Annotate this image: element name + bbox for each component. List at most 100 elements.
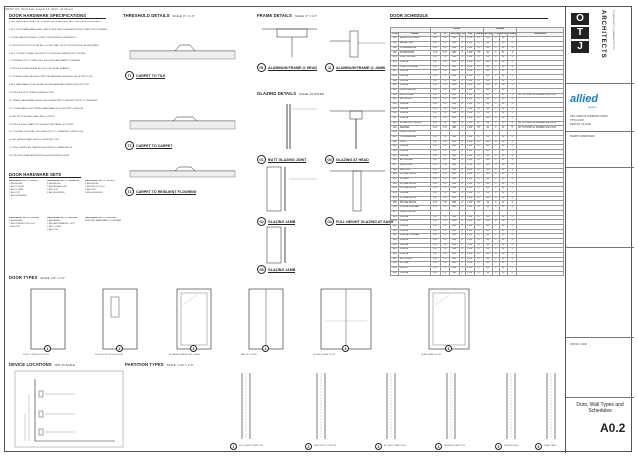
section-title: FRAME DETAILS xyxy=(257,13,292,18)
partition-type-bubble: 6 xyxy=(535,443,542,450)
partition-notes xyxy=(155,369,230,409)
door-type-bubble: 6 xyxy=(445,345,452,352)
schedule-header-cell: DETAIL xyxy=(498,31,508,38)
door-type-label: GLASS PANEL DOOR xyxy=(421,354,442,356)
detail-drawing-g4 xyxy=(330,170,385,212)
door-type-bubble: 1 xyxy=(44,345,51,352)
hardware-set-item: 3 EA SILENCERS xyxy=(85,192,103,195)
spec-note: 7. PROVIDE SILENCERS AT ALL HOLLOW METAL… xyxy=(9,68,70,71)
schedule-cell: PT xyxy=(474,270,484,277)
hardware-set-item: 1 EA CLOSER xyxy=(47,226,62,229)
hardware-set-item: 3 EA HINGES xyxy=(9,220,23,223)
detail-drawing-j1 xyxy=(330,30,385,58)
hardware-set-title: HARDWARE SET 6 - EXISTING xyxy=(85,217,117,219)
door-type-bubble: 5 xyxy=(342,345,349,352)
spec-note: 17. FIELD VERIFY ALL DIMENSIONS PRIOR TO… xyxy=(9,147,73,150)
detail-title: GLAZING AT HEAD xyxy=(336,157,369,163)
logo-letter: O xyxy=(571,13,589,25)
project-line: 1900 CAMPUS COMMONS DRIVE xyxy=(570,115,608,118)
hardware-set-item: 3 EA HINGES xyxy=(85,183,99,186)
section-title: THRESHOLD DETAILS xyxy=(123,13,170,18)
door-type-label: SOLID CORE WOOD DOOR xyxy=(23,354,49,356)
section-scale: SCALE: 3" = 1'-0" xyxy=(294,15,318,18)
partition-section-1 xyxy=(241,373,251,439)
drawing-sheet: PRINT ON: 2013 date, August 13, 2013 - 1… xyxy=(4,6,634,453)
spec-note: 3. LEVER HANDLES SHALL COMPLY WITH ADA R… xyxy=(9,36,77,39)
title-block: O T J ARCHITECTS OTJ ARCHITECTS | WASHIN… xyxy=(565,7,634,453)
door-type-label: ALUMINUM FRAME FULL GLASS xyxy=(169,354,200,356)
partition-type-label: PARTITION TO CEILING xyxy=(314,445,337,447)
spec-note: 13. ALL EXIT DEVICES SHALL BE UL LISTED. xyxy=(9,115,56,118)
project-line: 6TH FLOOR xyxy=(570,119,584,122)
hardware-set-item: 1 EA SILENCERS xyxy=(9,195,27,198)
hardware-set-item: 1 EA STOP xyxy=(9,192,21,195)
hardware-set-item: 1 EA OFFICE LOCK xyxy=(85,186,105,189)
detail-title: BUTT GLAZING JOINT xyxy=(268,157,307,163)
partition-type-label: FULL HEIGHT PARTITION xyxy=(239,445,263,447)
section-title: DOOR TYPES xyxy=(9,275,38,280)
spec-note: 1. ALL HARDWARE SHALL BE COMMERCIAL GRAD… xyxy=(9,21,102,23)
section-title: DOOR HARDWARE SPECIFICATIONS xyxy=(9,13,87,18)
schedule-cell: AL xyxy=(482,270,494,277)
hardware-set-item: 1 EA STOP xyxy=(47,229,59,232)
spec-note: 4. PROVIDE DOOR STOPS AT ALL DOORS, WALL… xyxy=(9,44,100,47)
door-type-bubble: 4 xyxy=(262,345,269,352)
spec-note: 12. COORDINATE ELECTRIFIED HARDWARE WITH… xyxy=(9,107,84,110)
detail-title: FULL HEIGHT GLAZING AT SASH xyxy=(336,219,394,225)
spec-note: 6. CONTRACTOR TO VERIFY ALL EXISTING HAR… xyxy=(9,60,81,63)
detail-number-bubble: G2 xyxy=(257,217,266,226)
hardware-set-item: 3 EA HINGES xyxy=(47,220,61,223)
partition-section-2 xyxy=(316,373,326,439)
section-door-schedule: DOOR SCHEDULE xyxy=(390,13,549,19)
detail-drawing-t3 xyxy=(129,166,236,178)
detail-number-bubble: J1 xyxy=(325,63,334,72)
detail-drawing-g1 xyxy=(286,104,317,149)
detail-title: CARPET TO RESILIENT FLOORING xyxy=(136,189,197,195)
section-scale: SCALE: AS NOTED xyxy=(299,93,324,96)
door-type-label: SLIDING GLASS DOOR xyxy=(313,354,335,356)
hardware-set-item: 3 EA HINGES xyxy=(9,183,23,186)
spec-note: 8. CLOSERS SHALL BE ADJUSTED FOR MAXIMUM… xyxy=(9,76,93,79)
detail-number-bubble: G4 xyxy=(325,217,334,226)
partition-type-label: ACOUSTIC PARTITION xyxy=(384,445,406,447)
schedule-header-row: TYPEROOMWHMATERIALTYPETHKFINISHMATERIALT… xyxy=(389,31,564,38)
detail-title: GLAZING JAMB xyxy=(268,267,296,273)
detail-title: ALUMINUM FRAME @ HEAD xyxy=(268,65,318,71)
partition-section-6 xyxy=(546,373,556,439)
sheet-number: A0.2 xyxy=(600,421,626,435)
section-title: DOOR HARDWARE SETS xyxy=(9,172,62,177)
detail-number-bubble: T1 xyxy=(125,71,134,80)
partition-section-4 xyxy=(446,373,456,439)
hardware-set-item: 1 EA CARD READER LOCK xyxy=(47,223,75,226)
schedule-header-cell: TYPE xyxy=(458,31,466,38)
sheet-title: Door, Wall Types and Schedules xyxy=(576,402,624,414)
detail-drawing-t2 xyxy=(129,116,236,130)
firm-address: OTJ ARCHITECTS | WASHINGTON, DC xyxy=(612,10,614,50)
detail-number-bubble: G3 xyxy=(325,155,334,164)
schedule-header-cell: HARDWARE SET xyxy=(506,31,518,38)
hardware-set-item: 1 EA LOCKSET xyxy=(9,186,25,189)
firm-logo: O T J xyxy=(571,13,593,69)
hardware-set-title: HARDWARE SET 4 - CLOSET xyxy=(9,217,40,219)
door-type-label: WOOD DOOR W/ VISION LITE xyxy=(95,354,124,356)
section-scale: SCALE: 1/4" = 1'-0" xyxy=(40,277,65,280)
detail-drawing-g3 xyxy=(330,110,385,149)
schedule-cell: J1 xyxy=(498,270,508,277)
section-title: DEVICE LOCATIONS xyxy=(9,362,52,367)
partition-type-label: FURRING WALL xyxy=(504,445,520,447)
logo-letter: T xyxy=(571,27,589,39)
partition-type-bubble: 1 xyxy=(230,443,237,450)
spec-note: 16. ALL HINGES SHALL BE FULL MORTISE TYP… xyxy=(9,139,60,142)
hardware-set-item: 1 EA CLOSER xyxy=(9,189,24,192)
schedule-cell: 1 3/4" xyxy=(464,270,476,277)
